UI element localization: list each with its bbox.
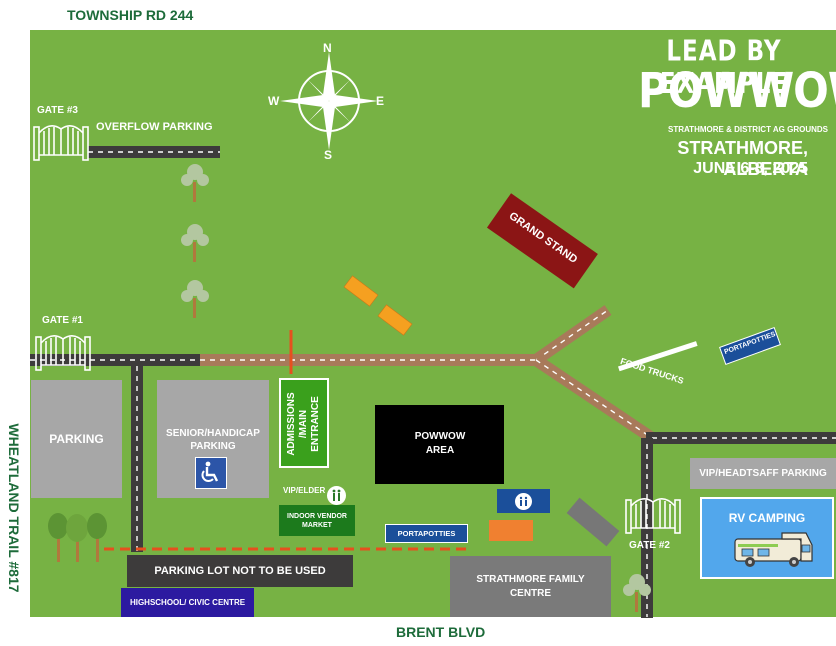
tree-icon xyxy=(48,513,107,562)
gate-icon xyxy=(35,335,91,371)
compass-s: S xyxy=(324,148,333,162)
event-tagline: LEAD BY EXAMPLE xyxy=(659,35,789,101)
compass-e: E xyxy=(376,94,385,108)
event-city: STRATHMORE, ALBERTA xyxy=(677,138,808,179)
bench-1 xyxy=(343,275,379,307)
storage-shed xyxy=(566,497,620,547)
restroom-icon xyxy=(497,489,550,513)
powwow-area-label: POWWOW AREA xyxy=(414,431,466,456)
overflow-road xyxy=(88,146,220,158)
compass-w: W xyxy=(268,94,280,108)
portapotties-south: PORTAPOTTIES xyxy=(385,524,468,543)
parking-lot: PARKING xyxy=(31,380,122,498)
indoor-vendor-market: INDOOR VENDOR MARKET xyxy=(279,505,355,536)
orange-tent xyxy=(489,520,533,541)
admissions-label: ADMISSIONS /MAIN ENTRANCE xyxy=(286,392,321,456)
rv-camping-area xyxy=(700,497,834,579)
family-centre: STRATHMORE FAMILY CENTRE xyxy=(450,556,611,617)
compass-icon xyxy=(280,52,378,150)
north-road-label: TOWNSHIP RD 244 xyxy=(67,7,194,23)
gate1-label: GATE #1 xyxy=(42,315,83,326)
wheelchair-icon xyxy=(195,457,227,489)
tree-icon xyxy=(181,164,209,202)
powwow-area xyxy=(375,405,504,484)
gate2-label: GATE #2 xyxy=(629,540,670,551)
overflow-parking-label: OVERFLOW PARKING xyxy=(96,121,213,133)
rv-camping-label: RV CAMPING xyxy=(728,511,806,525)
event-dates: JUNE 6-8, 2025 xyxy=(693,160,808,177)
vip-elder-label: VIP/ELDER xyxy=(283,486,326,495)
event-name: POWWOW xyxy=(638,62,836,119)
grand-stand xyxy=(486,193,598,289)
gate-icon xyxy=(33,125,89,161)
south-road-label: BRENT BLVD xyxy=(396,624,486,640)
parking-not-used: PARKING LOT NOT TO BE USED xyxy=(127,555,353,587)
east-road xyxy=(646,432,836,444)
tree-icon xyxy=(623,574,651,612)
bench-2 xyxy=(377,304,413,336)
gate-icon xyxy=(625,498,681,534)
restroom-icon xyxy=(327,486,346,505)
admissions-building xyxy=(279,378,329,468)
tree-icon xyxy=(181,280,209,318)
portapotties-ne xyxy=(719,326,781,366)
senior-parking-label: SENIOR/HANDICAP PARKING xyxy=(166,428,260,452)
tree-icon xyxy=(181,224,209,262)
compass-n: N xyxy=(323,41,332,55)
food-truck-line xyxy=(618,341,698,372)
rv-icon xyxy=(734,532,813,567)
highschool-civic-centre: HIGHSCHOOL/ CIVIC CENTRE xyxy=(121,588,254,617)
event-venue: STRATHMORE & DISTRICT AG GROUNDS xyxy=(668,125,828,134)
vip-parking-lot: VIP/HEADTSAFF PARKING xyxy=(690,458,836,489)
gate3-label: GATE #3 xyxy=(37,105,78,116)
